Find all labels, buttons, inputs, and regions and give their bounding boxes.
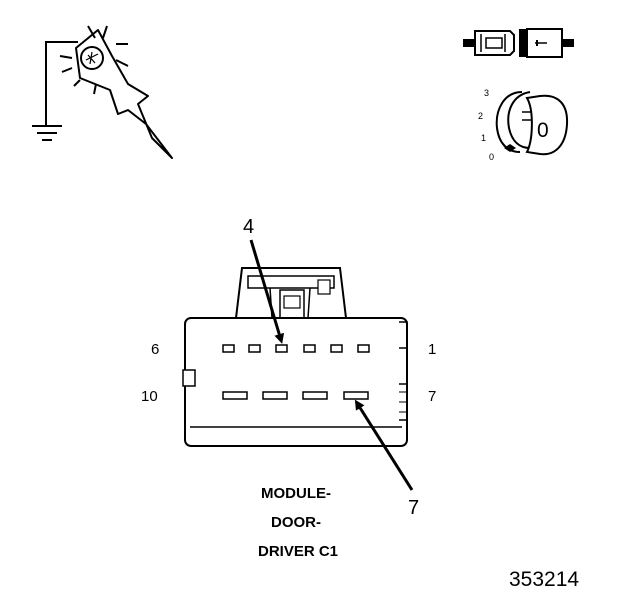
- ignition-key-label: 0: [537, 119, 549, 142]
- pin-label-bottom-left: 10: [141, 388, 158, 405]
- pin-7-cavity: [343, 391, 369, 400]
- ignition-key-icon: 3 2 1 0 0: [478, 88, 569, 162]
- figure-id: 353214: [509, 568, 579, 591]
- connector-face: [182, 267, 408, 447]
- pin-8-cavity: [302, 391, 328, 400]
- pin-1-cavity: [357, 344, 370, 353]
- test-light-probe-icon: [32, 25, 173, 159]
- pin-4-cavity: [275, 344, 288, 353]
- pin-6-cavity: [222, 344, 235, 353]
- pin-label-top-right: 1: [428, 341, 436, 358]
- ignition-position-3: 3: [484, 88, 489, 98]
- pin-label-top-left: 6: [151, 341, 159, 358]
- callout-pin-7-label: 7: [408, 497, 419, 519]
- pin-5-cavity: [248, 344, 261, 353]
- ignition-position-1: 1: [481, 133, 486, 143]
- ignition-position-2: 2: [478, 111, 483, 121]
- connector-caption-line-3: DRIVER C1: [258, 543, 338, 560]
- callout-pin-4-arrow: [249, 239, 285, 344]
- callout-pin-4-label: 4: [243, 216, 254, 238]
- connector-caption-line-1: MODULE-: [261, 485, 331, 502]
- ignition-position-0: 0: [489, 152, 494, 162]
- disconnected-connector-icon: [463, 28, 574, 58]
- pin-10-cavity: [222, 391, 248, 400]
- pin-9-cavity: [262, 391, 288, 400]
- connector-caption-line-2: DOOR-: [271, 514, 321, 531]
- pin-3-cavity: [303, 344, 316, 353]
- pin-label-bottom-right: 7: [428, 388, 436, 405]
- pin-2-cavity: [330, 344, 343, 353]
- callout-pin-7-arrow: [354, 399, 414, 491]
